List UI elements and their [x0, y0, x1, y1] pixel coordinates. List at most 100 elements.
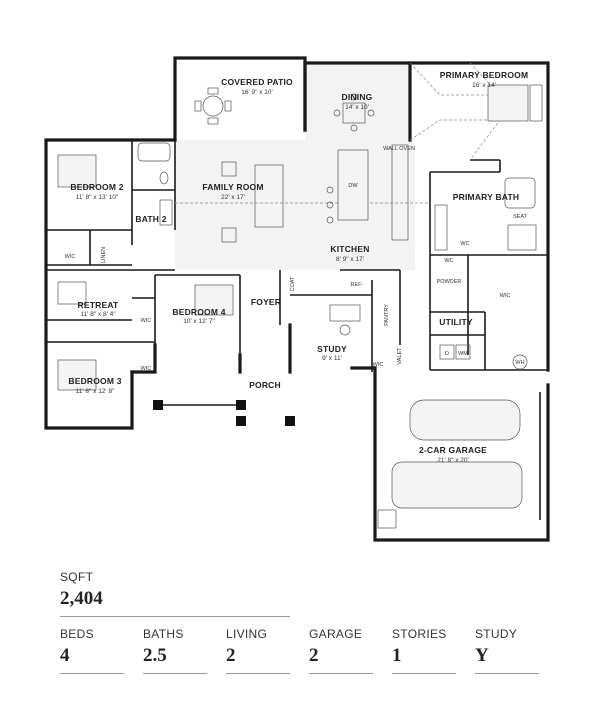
bath2-vanity — [159, 199, 173, 226]
family-sofa — [254, 164, 284, 228]
dining-chair — [350, 93, 358, 101]
truck — [391, 461, 523, 509]
wic-label: WIC — [65, 254, 76, 260]
stat-baths: BATHS 2.5 — [143, 627, 207, 674]
baths-label: BATHS — [143, 627, 184, 641]
washer — [455, 344, 471, 360]
shower — [507, 224, 537, 251]
ref-label: REF — [351, 282, 363, 288]
dw-label: DW — [348, 183, 358, 189]
study-label: STUDY — [475, 627, 518, 641]
primary-bath-label: PRIMARY BATH — [453, 192, 519, 202]
stool — [326, 186, 334, 194]
kitchen-counter — [391, 144, 409, 241]
bedroom4-dim: 10' x 12' 7" — [183, 318, 215, 325]
patio-chair — [194, 100, 202, 112]
patio-chair — [224, 100, 232, 112]
water-heater-label: WH — [515, 360, 524, 366]
family-room-floor — [175, 140, 415, 270]
primary-bedroom-dim: 16' x 14' — [472, 82, 496, 89]
bedroom4-label: BEDROOM 4 — [172, 307, 225, 317]
dining-table — [342, 102, 366, 124]
utility-label: UTILITY — [439, 317, 473, 327]
stories-value: 1 — [392, 645, 402, 666]
bedroom3-label: BEDROOM 3 — [68, 376, 121, 386]
stat-sqft: SQFT 2,404 — [60, 570, 290, 617]
coat-label: COAT — [290, 276, 296, 292]
stat-stories: STORIES 1 — [392, 627, 456, 674]
primary-vanity — [434, 204, 448, 251]
family-chair — [221, 227, 237, 243]
car-1 — [409, 399, 521, 441]
study-desk — [329, 304, 361, 322]
dining-dim: 14' x 10' — [345, 104, 369, 111]
wall-oven-label: WALL OVEN — [383, 146, 415, 152]
primary-bedroom-wall — [408, 61, 550, 372]
dining-chair — [333, 109, 341, 117]
divider — [143, 673, 207, 674]
bed3-bed — [57, 359, 97, 391]
west-wall — [44, 138, 134, 430]
retreat-chair — [57, 281, 87, 305]
study-label: STUDY — [317, 344, 347, 354]
bedroom2-label: BEDROOM 2 — [70, 182, 123, 192]
stat-garage: GARAGE 2 — [309, 627, 373, 674]
headboard — [529, 84, 543, 122]
dining-chair — [367, 109, 375, 117]
bed2-bed — [57, 154, 97, 188]
divider — [60, 673, 124, 674]
dryer — [439, 344, 455, 360]
wc-label: WC — [460, 241, 469, 247]
bath2-toilet — [159, 171, 169, 185]
porch-column — [236, 400, 246, 410]
dining-floor — [305, 65, 410, 140]
retreat-dim: 11' 8" x 8' 4" — [80, 311, 116, 318]
divider — [392, 673, 456, 674]
foyer-label: FOYER — [251, 297, 281, 307]
divider — [226, 673, 290, 674]
tray-ceiling — [409, 119, 501, 161]
dining-label: DINING — [342, 92, 373, 102]
sqft-label: SQFT — [60, 570, 94, 584]
kitchen-label: KITCHEN — [330, 244, 369, 254]
wic-label: WIC — [500, 293, 511, 299]
beds-label: BEDS — [60, 627, 94, 641]
wic-label: WIC — [141, 366, 152, 372]
porch-column — [285, 416, 295, 426]
water-heater — [512, 354, 528, 370]
divider — [309, 673, 373, 674]
study-chair — [339, 324, 351, 336]
porch-column — [153, 400, 163, 410]
living-label: LIVING — [226, 627, 268, 641]
primary-bedroom-label: PRIMARY BEDROOM — [440, 70, 528, 80]
wc-label: WC — [444, 258, 453, 264]
garage-label: 2-CAR GARAGE — [419, 445, 487, 455]
family-chair — [221, 161, 237, 177]
seat-label: SEAT — [513, 214, 528, 220]
patio-wall — [173, 56, 307, 142]
divider — [60, 616, 290, 617]
dining-wall — [303, 61, 412, 142]
dining-chair — [350, 124, 358, 132]
garage-label: GARAGE — [309, 627, 363, 641]
patio-table — [202, 95, 224, 117]
bedroom2-dim: 11' 8" x 13' 10" — [76, 194, 119, 201]
stat-living: LIVING 2 — [226, 627, 290, 674]
garage-value: 2 — [309, 645, 319, 666]
floor-plan: COVERED PATIO 16' 9" x 10' DINING 14' x … — [44, 56, 550, 542]
bed4-bed — [194, 284, 234, 316]
linen-label: LINEN — [101, 247, 107, 263]
stories-label: STORIES — [392, 627, 447, 641]
garage-wall — [373, 366, 550, 542]
washer-label: WM — [458, 351, 468, 357]
covered-patio-label: COVERED PATIO — [221, 77, 293, 87]
stat-beds: BEDS 4 — [60, 627, 124, 674]
primary-tub — [504, 177, 536, 209]
stool — [326, 201, 334, 209]
garage-dim: 21' 8" x 20' — [437, 457, 469, 464]
wic-label: WIC — [373, 362, 384, 368]
bedroom3-dim: 11' 8" x 12' 8" — [76, 388, 115, 395]
family-room-label: FAMILY ROOM — [202, 182, 263, 192]
study-dim: 9' x 11' — [322, 355, 342, 362]
valet-label: VALET — [397, 347, 403, 365]
